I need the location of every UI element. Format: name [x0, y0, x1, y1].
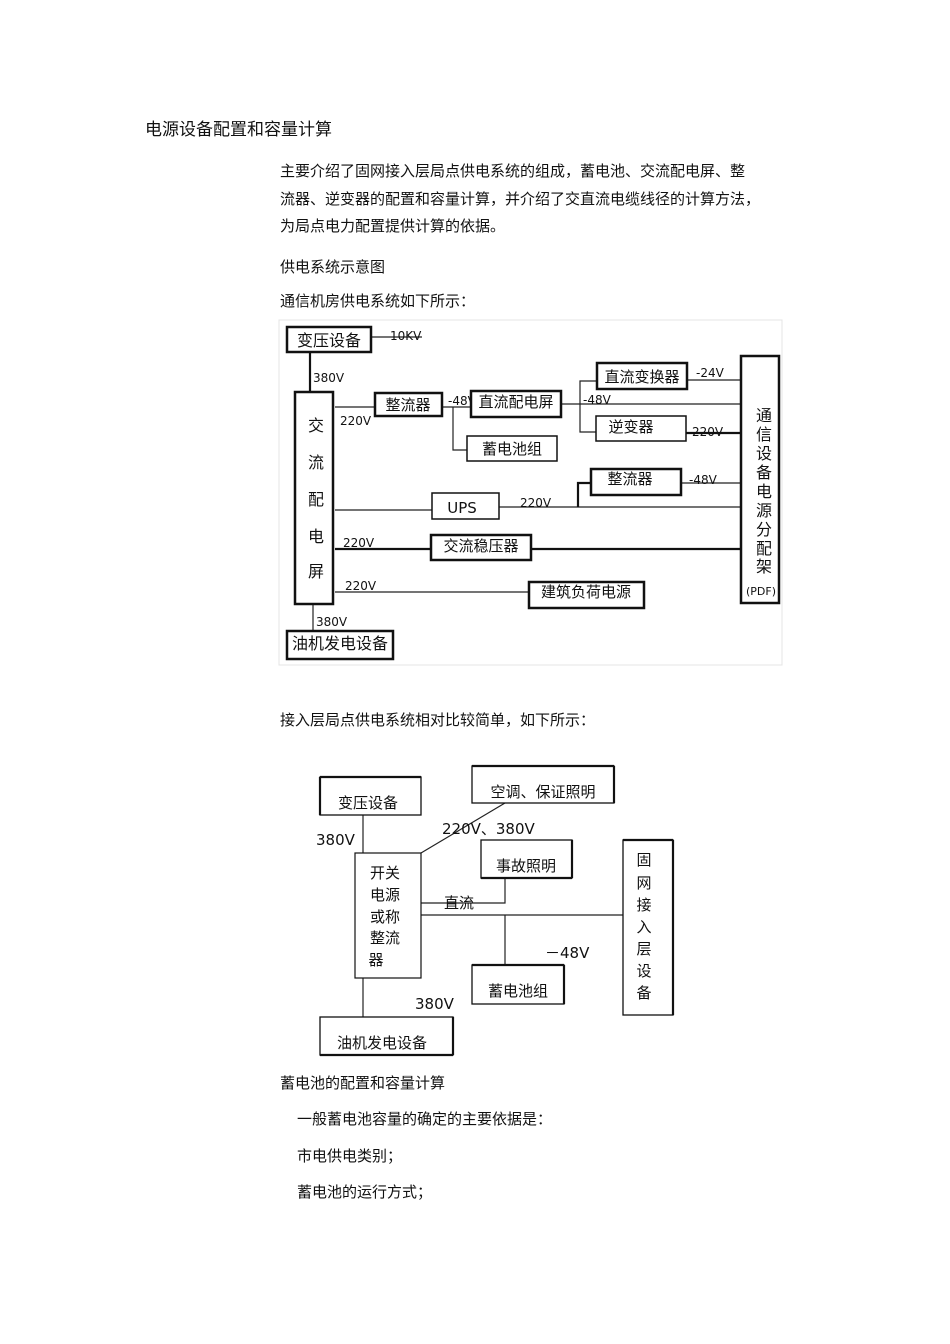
generator-label: 油机发电设备: [337, 1034, 427, 1052]
access-equipment-label: 固 网 接 入 层 设 备: [636, 851, 651, 1002]
svg-text:固: 固: [636, 851, 651, 869]
dc-panel-box: [469, 389, 563, 419]
svg-text:交: 交: [308, 416, 324, 435]
intro-line: 为局点电力配置提供计算的依据。: [280, 217, 506, 235]
svg-text:电源: 电源: [370, 886, 400, 904]
voltage-label: -48V: [689, 473, 718, 487]
voltage-label: -24V: [696, 366, 725, 380]
pdf-box: [739, 354, 781, 605]
voltage-label: -48V: [448, 394, 477, 408]
ac-stabilizer-box: [429, 533, 533, 562]
ac-panel-label: 交 流 配 电 屏: [308, 416, 324, 581]
transformer-label: 变压设备: [338, 794, 398, 812]
voltage-label: 380V: [316, 615, 348, 629]
section-heading: 供电系统示意图: [280, 258, 386, 276]
switch-psu-label: 开关 电源 或称 整流 器: [368, 864, 400, 969]
svg-text:屏: 屏: [308, 562, 324, 581]
svg-text:接: 接: [636, 896, 651, 914]
body-line: 一般蓄电池容量的确定的主要依据是：: [297, 1110, 553, 1128]
access-equipment-box: [622, 839, 674, 1016]
rectifier-label: 整流器: [385, 396, 430, 414]
svg-text:信: 信: [756, 425, 772, 444]
svg-text:配: 配: [756, 539, 772, 558]
voltage-label: -48V: [583, 393, 612, 407]
dc-panel-label: 直流配电屏: [478, 393, 553, 411]
svg-text:入: 入: [636, 918, 651, 936]
svg-text:网: 网: [636, 874, 651, 892]
voltage-label: 220V: [692, 425, 724, 439]
voltage-label: 220V、380V: [442, 820, 536, 838]
dc-label: 直流: [444, 894, 474, 912]
ac-panel-box: [293, 390, 335, 606]
page-title: 电源设备配置和容量计算: [145, 120, 332, 140]
section-heading: 蓄电池的配置和容量计算: [280, 1074, 446, 1092]
svg-text:备: 备: [636, 984, 651, 1002]
pdf-label: 通 信 设 备 电 源 分 配 架: [756, 406, 772, 576]
voltage-label: －48V: [545, 944, 590, 962]
svg-text:电: 电: [756, 482, 772, 501]
battery-box: [466, 435, 558, 462]
svg-text:通: 通: [756, 406, 772, 425]
pdf-abbr: (PDF): [746, 585, 776, 598]
dc-converter-label: 直流变换器: [604, 368, 679, 386]
transformer-box: [285, 325, 373, 354]
svg-text:器: 器: [368, 951, 383, 969]
inverter-box: [595, 415, 687, 442]
telecom-room-power-diagram: 变压设备 10KV 380V 交 流 配 电 屏 380V 油机发电设备 整流器…: [278, 319, 783, 666]
building-load-box: [527, 580, 646, 610]
svg-text:或称: 或称: [370, 908, 400, 926]
rectifier-label: 整流器: [607, 470, 652, 488]
intro-line: 流器、逆变器的配置和容量计算，并介绍了交直流电缆线径的计算方法，: [280, 190, 761, 208]
rectifier-box: [589, 467, 683, 497]
voltage-label: 220V: [343, 536, 375, 550]
battery-label: 蓄电池组: [482, 440, 542, 458]
voltage-label: 10KV: [390, 329, 422, 343]
generator-label: 油机发电设备: [292, 634, 388, 653]
svg-text:分: 分: [756, 520, 772, 539]
svg-text:开关: 开关: [370, 864, 400, 882]
aircon-lighting-label: 空调、保证照明: [490, 783, 595, 801]
caption: 接入层局点供电系统相对比较简单，如下所示：: [280, 711, 596, 729]
caption: 通信机房供电系统如下所示：: [280, 292, 476, 310]
battery-box: [471, 964, 565, 1005]
dc-converter-box: [595, 361, 689, 391]
svg-text:层: 层: [636, 940, 651, 958]
voltage-label: 380V: [316, 831, 356, 849]
body-line: 市电供电类别；: [297, 1147, 403, 1165]
intro-line: 主要介绍了固网接入层局点供电系统的组成，蓄电池、交流配电屏、整: [280, 162, 746, 180]
voltage-label: 380V: [313, 371, 345, 385]
svg-text:架: 架: [756, 557, 772, 576]
aircon-lighting-box: [471, 765, 615, 804]
ups-box: [431, 492, 500, 520]
voltage-label: 220V: [340, 414, 372, 428]
svg-text:源: 源: [756, 501, 772, 520]
rectifier-box: [373, 391, 444, 418]
generator-box: [285, 629, 395, 661]
svg-text:电: 电: [308, 527, 324, 546]
voltage-label: 220V: [520, 496, 552, 510]
ups-label: UPS: [447, 499, 477, 517]
transformer-label: 变压设备: [297, 331, 361, 350]
ac-stabilizer-label: 交流稳压器: [443, 537, 518, 555]
svg-text:整流: 整流: [370, 929, 400, 947]
access-site-power-diagram: 变压设备 380V 开关 电源 或称 整流 器 空调、保证照明 220V、380…: [316, 764, 675, 1057]
svg-text:设: 设: [756, 444, 772, 463]
svg-text:设: 设: [636, 962, 651, 980]
svg-text:流: 流: [308, 453, 324, 472]
svg-text:备: 备: [756, 463, 772, 482]
switch-psu-box: [354, 852, 422, 979]
battery-label: 蓄电池组: [488, 982, 548, 1000]
building-load-label: 建筑负荷电源: [541, 583, 631, 601]
inverter-label: 逆变器: [608, 418, 653, 436]
svg-text:配: 配: [308, 490, 324, 509]
body-line: 蓄电池的运行方式；: [297, 1183, 433, 1201]
emergency-lighting-label: 事故照明: [496, 857, 556, 875]
voltage-label: 220V: [345, 579, 377, 593]
voltage-label: 380V: [415, 995, 455, 1013]
